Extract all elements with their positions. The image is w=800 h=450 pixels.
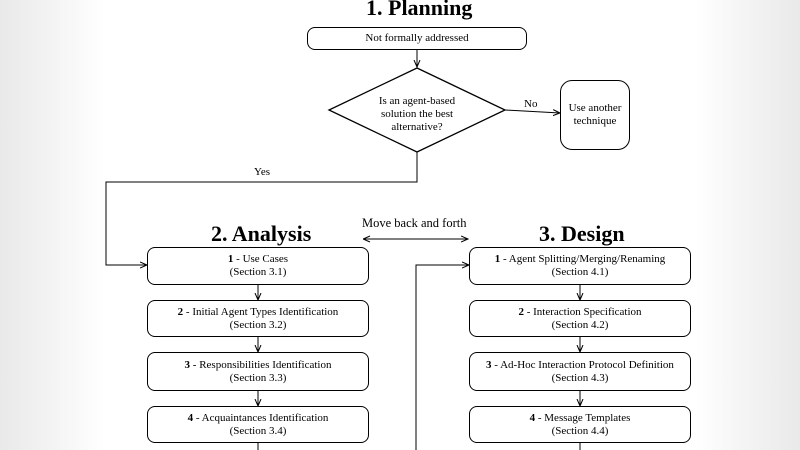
- decision-line-2: solution the best: [380, 108, 454, 121]
- decision-text: Is an agent-based solution the best alte…: [357, 95, 477, 135]
- design-step-3-title: Ad-Hoc Interaction Protocol Definition: [500, 358, 674, 371]
- analysis-step-4-title: Acquaintances Identification: [201, 411, 329, 424]
- planning-heading: 1. Planning: [366, 0, 473, 20]
- design-step-4: 4 - Message Templates (Section 4.4): [469, 406, 691, 443]
- design-step-1-title: Agent Splitting/Merging/Renaming: [508, 253, 666, 266]
- analysis-step-4: 4 - Acquaintances Identification (Sectio…: [147, 406, 369, 443]
- design-step-2-section: (Section 4.2): [551, 318, 609, 331]
- analysis-step-3-title: Responsibilities Identification: [199, 358, 332, 371]
- decision-line-1: Is an agent-based: [378, 95, 456, 107]
- design-step-4-section: (Section 4.4): [551, 424, 609, 437]
- no-label: No: [524, 98, 538, 110]
- analysis-step-4-section: (Section 3.4): [229, 424, 287, 437]
- design-heading: 3. Design: [539, 221, 625, 246]
- design-step-3: 3 - Ad-Hoc Interaction Protocol Definiti…: [469, 352, 691, 391]
- analysis-step-3-section: (Section 3.3): [229, 371, 287, 384]
- decision-line-3: alternative?: [391, 121, 443, 134]
- analysis-step-1: 1 - Use Cases (Section 3.1): [147, 247, 369, 285]
- analysis-heading: 2. Analysis: [211, 221, 312, 246]
- analysis-step-1-number: 1: [227, 253, 234, 266]
- design-step-2: 2 - Interaction Specification (Section 4…: [469, 300, 691, 337]
- design-step-1: 1 - Agent Splitting/Merging/Renaming (Se…: [469, 247, 691, 285]
- analysis-step-1-section: (Section 3.1): [229, 266, 287, 278]
- design-step-1-section: (Section 4.1): [551, 266, 609, 278]
- design-step-2-number: 2: [518, 305, 524, 318]
- connector-no: [504, 110, 560, 113]
- analysis-step-1-title: Use Cases: [242, 253, 289, 266]
- yes-label: Yes: [254, 166, 271, 178]
- not-formally-addressed-text: Not formally addressed: [365, 32, 469, 45]
- connector-yes: [105, 152, 418, 265]
- move-back-and-forth-label: Move back and forth: [362, 216, 467, 230]
- design-step-3-number: 3: [486, 358, 492, 371]
- analysis-step-3-number: 3: [184, 358, 191, 371]
- design-step-3-section: (Section 4.3): [551, 371, 609, 384]
- not-formally-addressed-box: Not formally addressed: [307, 27, 527, 50]
- analysis-step-2-section: (Section 3.2): [229, 318, 287, 331]
- design-step-4-title: Message Templates: [544, 411, 631, 424]
- design-step-4-number: 4: [529, 411, 536, 424]
- analysis-step-2-number: 2: [177, 305, 184, 318]
- analysis-step-3: 3 - Responsibilities Identification (Sec…: [147, 352, 369, 391]
- use-another-line-1: Use another: [568, 102, 622, 115]
- design-step-1-number: 1: [494, 253, 501, 266]
- use-another-line-2: technique: [573, 115, 617, 127]
- use-another-technique-box: Use another technique: [560, 80, 630, 150]
- analysis-step-2-title: Initial Agent Types Identification: [192, 305, 339, 318]
- analysis-step-4-number: 4: [187, 411, 194, 424]
- connector-into-design: [415, 265, 469, 450]
- analysis-step-2: 2 - Initial Agent Types Identification (…: [147, 300, 369, 337]
- design-step-2-title: Interaction Specification: [533, 305, 642, 318]
